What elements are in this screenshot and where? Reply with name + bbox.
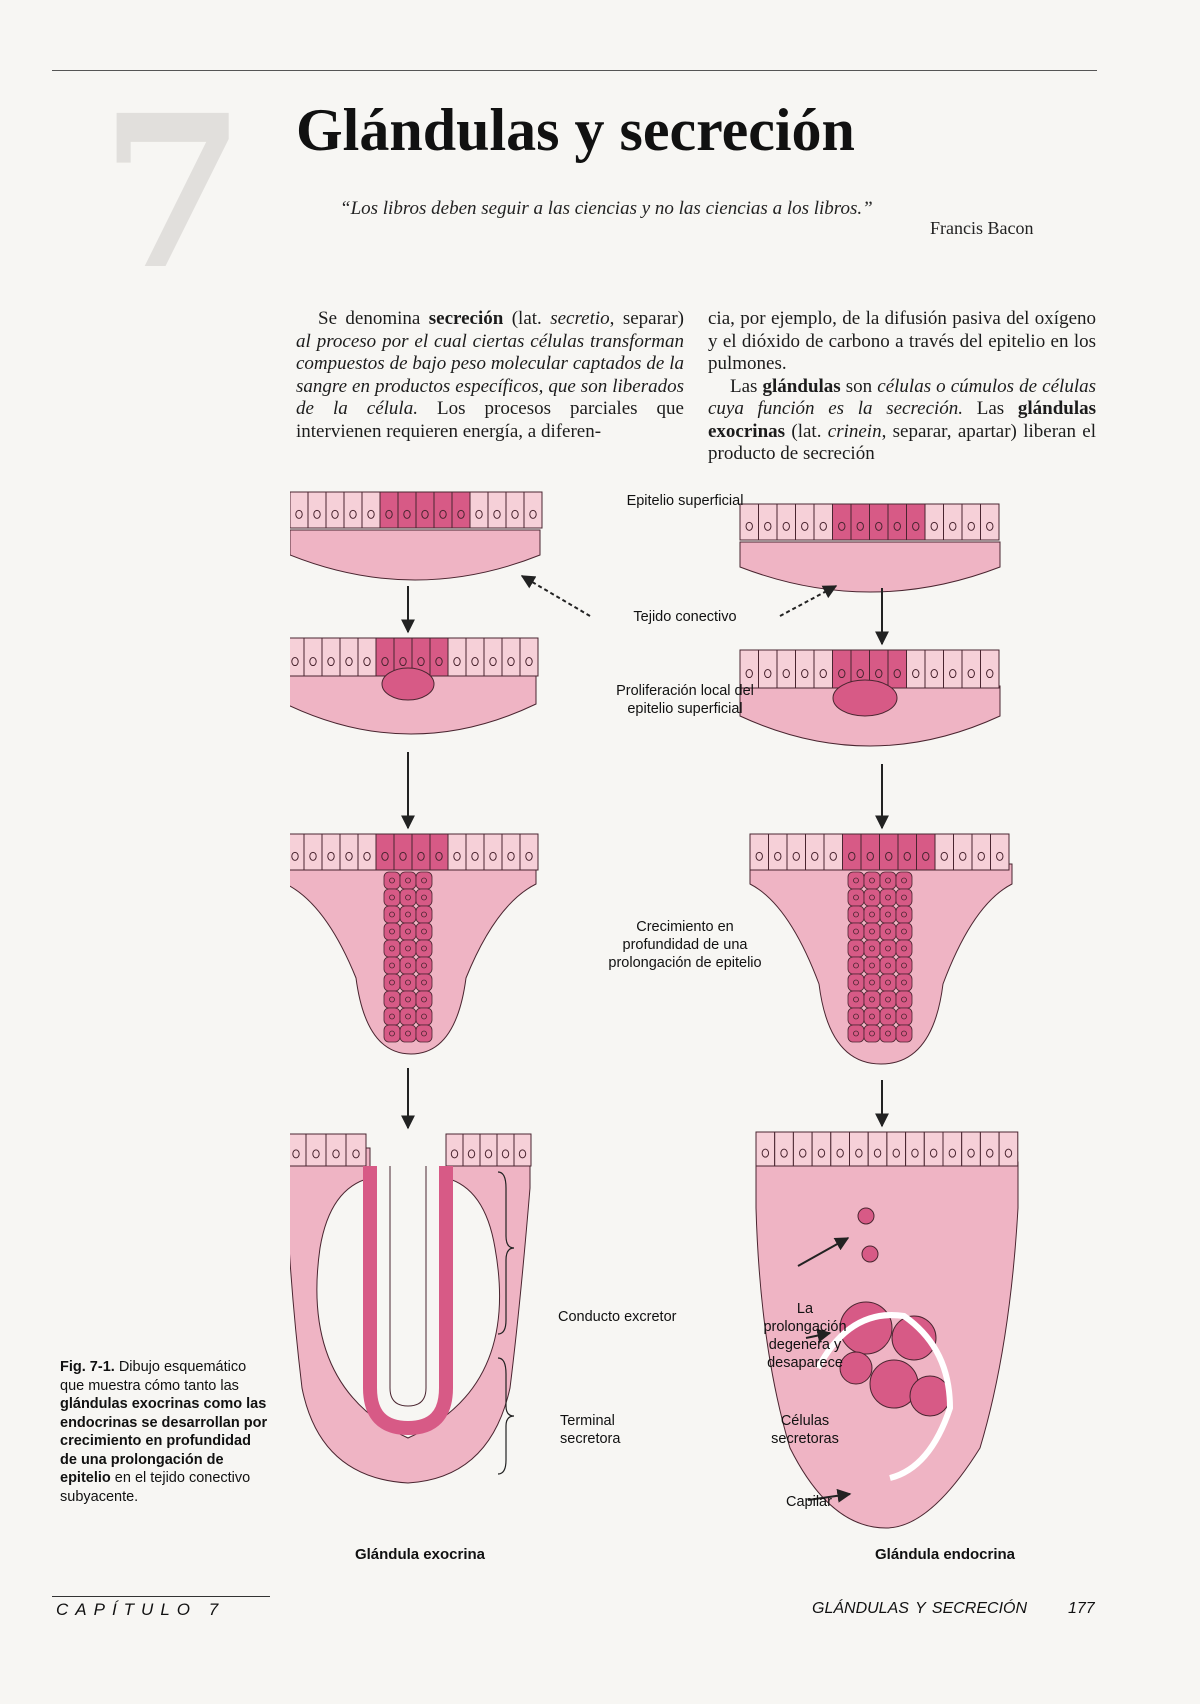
gland-development-figure: Epitelio superficial Tejido conectivo Pr… [290, 488, 1090, 1588]
label-glandula-exocrina: Glándula exocrina [354, 1546, 486, 1563]
secretory-cell-cluster [909, 1375, 951, 1417]
body-paragraph: cia, por ejemplo, de la difusión pasiva … [708, 308, 1096, 374]
connective-tissue [739, 541, 1001, 593]
epithelium-row [755, 1131, 1019, 1167]
pointer-arrow [779, 585, 838, 617]
body-paragraph: Las glándulas son células o cúmulos de c… [708, 375, 1097, 465]
figure-drawing [290, 491, 1019, 1529]
epithelial-prolongation [383, 871, 433, 1043]
label-crecimiento: Crecimiento en profundidad de una prolon… [608, 919, 762, 971]
secretory-cell-cluster [839, 1351, 873, 1385]
pointer-arrow [520, 575, 591, 617]
label-conducto-excretor: Conducto excretor [558, 1309, 677, 1325]
label-epitelio-superficial: Epitelio superficial [626, 493, 744, 509]
label-prolongacion-degenera: La prolongación degenera y desaparece [763, 1301, 847, 1371]
brace-conducto [497, 1171, 515, 1335]
epithelium-row [739, 503, 1000, 541]
secretory-cell-cluster [891, 1315, 937, 1361]
epithelium-row [739, 649, 1000, 689]
epithelium-row [445, 1133, 532, 1167]
capillary [815, 1312, 954, 1481]
connective-tissue [290, 673, 537, 735]
epithelium-row [290, 491, 543, 529]
pointer-arrow [805, 1328, 832, 1343]
epigraph-author: Francis Bacon [930, 218, 1034, 238]
label-terminal-secretora: Terminal secretora [560, 1413, 621, 1447]
epithelium-row [749, 833, 1010, 871]
duct-lumen [389, 1166, 427, 1407]
connective-tissue [290, 529, 541, 581]
figure-caption: Fig. 7-1. Dibujo esquemático que muestra… [60, 1359, 268, 1505]
epithelium-row [290, 1133, 367, 1167]
label-celulas-secretoras: Células secretoras [771, 1413, 839, 1447]
footer-section: GLÁNDULAS Y SECRECIÓN [812, 1600, 1028, 1617]
pointer-arrow [807, 1488, 852, 1503]
epithelium-row [290, 833, 539, 871]
label-proliferacion: Proliferación local del epitelio superfi… [616, 683, 754, 717]
label-glandula-endocrina: Glándula endocrina [874, 1546, 1016, 1563]
epithelium-row [290, 637, 539, 677]
proliferating-cells [832, 679, 898, 717]
exocrine-gland-tissue [290, 1147, 531, 1484]
chapter-number: 7 [100, 69, 247, 316]
epigraph-quote: “Los libros deben seguir a las ciencias … [340, 198, 873, 219]
brace-terminal [497, 1357, 515, 1475]
top-rule [52, 70, 1097, 71]
footer-chapter: CAPÍTULO 7 [56, 1600, 226, 1619]
body-column-right: cia, por ejemplo, de la difusión pasiva … [708, 308, 1096, 466]
proliferating-cells [381, 667, 435, 701]
body-column-left: Se denomina secreción (lat. secretio, se… [296, 308, 684, 442]
label-tejido-conectivo: Tejido conectivo [633, 609, 737, 625]
page-title: Glándulas y secreción [296, 97, 855, 163]
degenerating-cell [857, 1207, 875, 1225]
page-number: 177 [1068, 1600, 1095, 1617]
epithelial-prolongation [847, 871, 913, 1043]
footer-rule [52, 1596, 270, 1597]
pointer-arrow [797, 1237, 850, 1267]
excretory-duct-wall [363, 1166, 453, 1436]
degenerating-cell [861, 1245, 879, 1263]
label-capilar: Capilar [786, 1494, 832, 1510]
